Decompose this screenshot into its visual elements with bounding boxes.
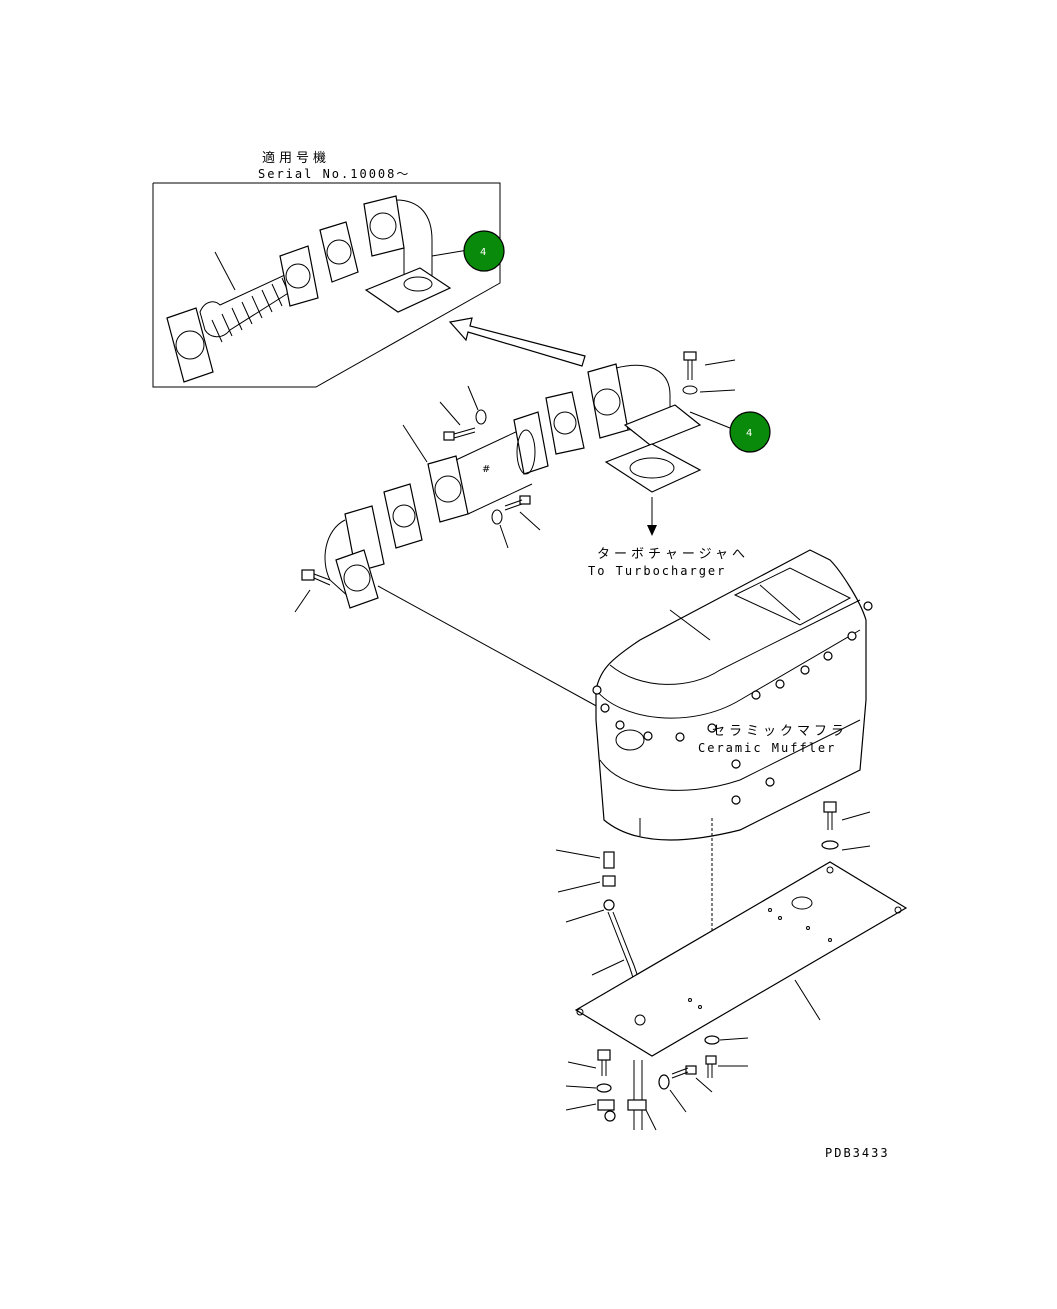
plate-top-bolt	[821, 801, 871, 851]
callout-main-number: 4	[746, 428, 752, 439]
callout-inset[interactable]: 4	[463, 230, 505, 272]
elbow-bolt	[682, 351, 736, 395]
muffler-jp-label: セラミックマフラ	[712, 724, 848, 739]
callout-main[interactable]: 4	[729, 411, 771, 453]
inset-gasket	[319, 221, 359, 283]
muffler-en-label: Ceramic Muffler	[698, 741, 836, 755]
ceramic-muffler	[592, 549, 873, 1010]
direction-arrow	[448, 317, 586, 367]
inset-box: 適用号機 Serial No.10008～	[152, 150, 505, 388]
serial-jp-label: 適用号機	[262, 150, 330, 166]
base-plate	[574, 861, 908, 1057]
inset-elbow	[363, 195, 469, 313]
main-elbow	[587, 363, 731, 446]
serial-en-label: Serial No.10008～	[258, 167, 410, 181]
middle-bolts	[439, 385, 541, 549]
callout-inset-number: 4	[480, 247, 486, 258]
drawing-code: PDB3433	[825, 1146, 890, 1160]
bellows-pipe	[166, 245, 319, 383]
left-gasket	[383, 483, 423, 549]
svg-text:#: #	[482, 464, 490, 475]
middle-pipe: #	[402, 411, 549, 523]
bottom-hardware	[565, 1035, 749, 1131]
turbo-jp-label: ターボチャージャへ	[597, 547, 749, 562]
mid-gasket	[545, 391, 585, 455]
left-elbow	[294, 505, 601, 709]
turbo-en-label: To Turbocharger	[588, 564, 726, 578]
turbo-gasket	[604, 443, 702, 536]
